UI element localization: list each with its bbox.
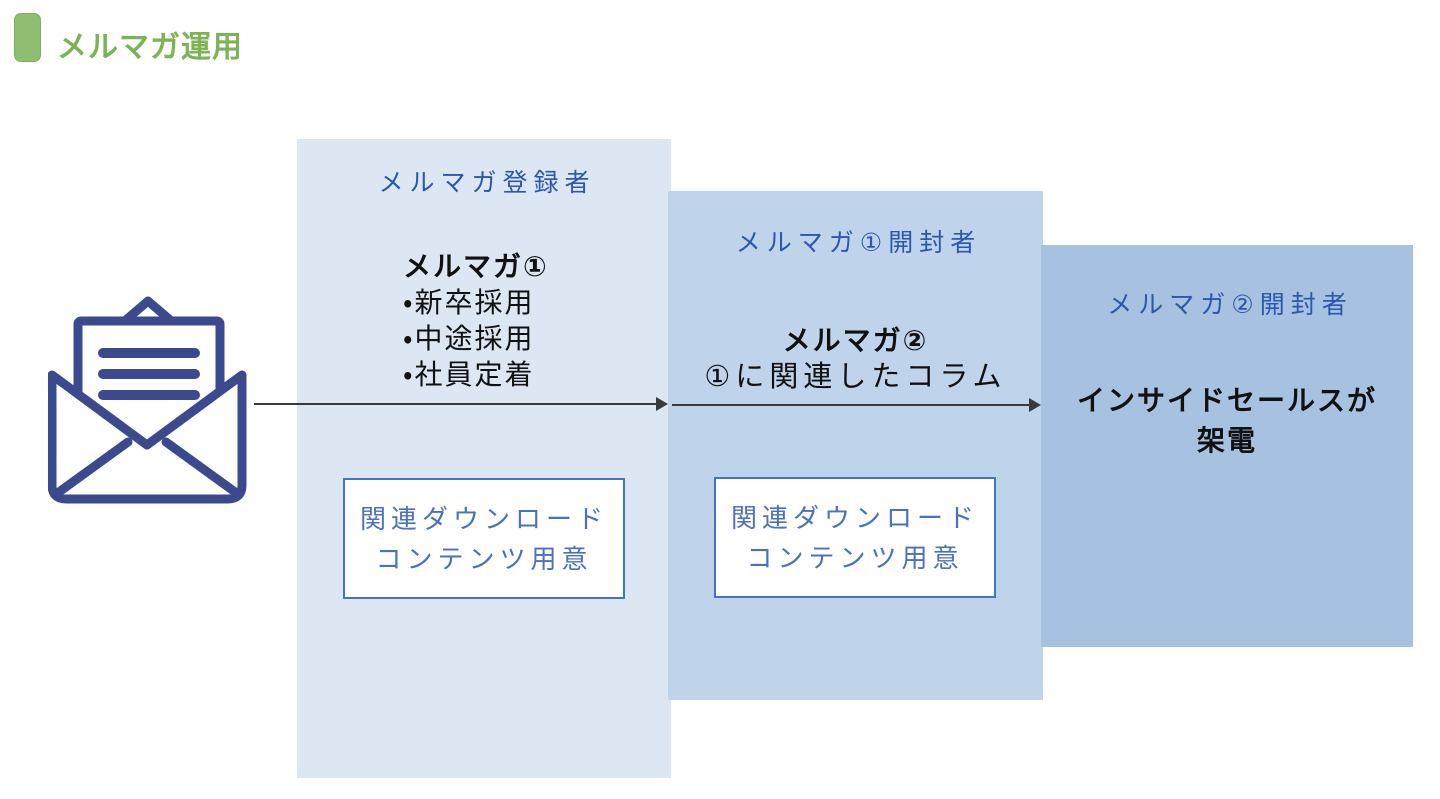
stage1-bullet-2: ・中途採用 bbox=[403, 323, 535, 354]
stage1-bullet-1: ・新卒採用 bbox=[403, 287, 535, 318]
stage3-body-title: インサイドセールスが 架電 bbox=[1076, 385, 1377, 456]
stage2-header: メルマガ①開封者 bbox=[735, 229, 982, 257]
stage1-callout-text: 関連ダウンロード コンテンツ用意 bbox=[359, 503, 608, 574]
stage1-bullet-3: ・社員定着 bbox=[403, 359, 535, 390]
stage2-callout-text: 関連ダウンロード コンテンツ用意 bbox=[730, 502, 979, 573]
stage1-callout-box: 関連ダウンロード コンテンツ用意 bbox=[343, 478, 625, 599]
section-marker bbox=[14, 13, 41, 62]
envelope-icon bbox=[48, 296, 247, 504]
stage-panel-mail2-openers: メルマガ②開封者 インサイドセールスが 架電 bbox=[1041, 245, 1413, 647]
stage1-body: メルマガ① ・新卒採用 ・中途採用 ・社員定着 bbox=[403, 249, 549, 393]
stage-panel-subscribers: メルマガ登録者 メルマガ① ・新卒採用 ・中途採用 ・社員定着 関連ダウンロード… bbox=[297, 139, 671, 778]
stage3-header: メルマガ②開封者 bbox=[1107, 291, 1353, 319]
stage1-header: メルマガ登録者 bbox=[378, 169, 596, 197]
stage1-body-title: メルマガ① bbox=[403, 251, 549, 282]
stage2-callout-box: 関連ダウンロード コンテンツ用意 bbox=[714, 477, 996, 598]
stage2-body-line: ①に関連したコラム bbox=[704, 361, 1007, 393]
stage-panel-mail1-openers: メルマガ①開封者 メルマガ② ①に関連したコラム 関連ダウンロード コンテンツ用… bbox=[668, 191, 1043, 700]
envelope-fold-left bbox=[54, 437, 133, 497]
arrowhead-icon bbox=[656, 397, 668, 411]
stage2-body: メルマガ② ①に関連したコラム bbox=[668, 323, 1043, 395]
flow-arrow-2 bbox=[672, 398, 1041, 412]
envelope-fold-right bbox=[161, 437, 240, 497]
stage2-body-title: メルマガ② bbox=[782, 325, 929, 356]
flow-arrow-1 bbox=[254, 397, 668, 411]
stage3-body: インサイドセールスが 架電 bbox=[1041, 381, 1413, 461]
arrowhead-icon bbox=[1029, 398, 1041, 412]
page-title: メルマガ運用 bbox=[57, 31, 243, 64]
